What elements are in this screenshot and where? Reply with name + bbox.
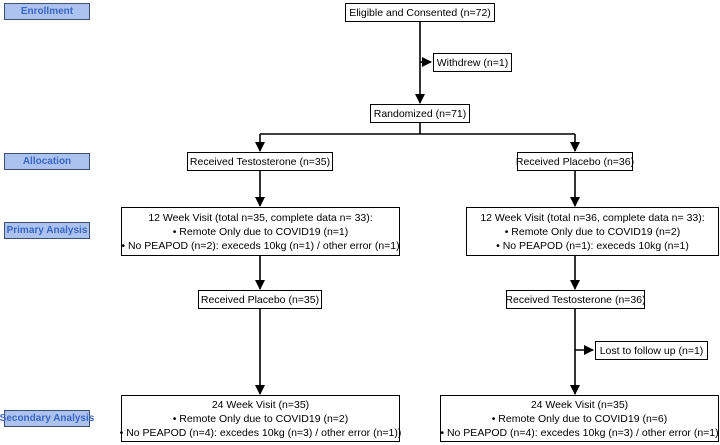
- lost-followup-box: Lost to follow up (n=1): [595, 341, 708, 360]
- left-week12-box: 12 Week Visit (total n=35, complete data…: [121, 207, 400, 256]
- left-week24-box: 24 Week Visit (n=35) • Remote Only due t…: [119, 395, 402, 442]
- right-week12-title: 12 Week Visit (total n=36, complete data…: [480, 211, 705, 224]
- left-week12-line2: • No PEAPOD (n=2): execeds 10kg (n=1) / …: [121, 239, 400, 252]
- right-week12-box: 12 Week Visit (total n=36, complete data…: [466, 207, 719, 256]
- left-week24-line1: • Remote Only due to COVID19 (n=2): [172, 412, 349, 425]
- right-week24-box: 24 Week Visit (n=35) • Remote Only due t…: [440, 395, 719, 442]
- right-week24-line2: • No PEAPOD (n=4): excedes 10kg (n=3) / …: [440, 426, 719, 439]
- left-week24-line2: • No PEAPOD (n=4): excedes 10kg (n=3) / …: [119, 426, 402, 439]
- left-crossover-box: Received Placebo (n=35): [198, 290, 322, 309]
- randomized-box: Randomized (n=71): [370, 104, 470, 123]
- right-week12-line2: • No PEAPOD (n=1): execeds 10kg (n=1): [496, 239, 689, 252]
- stage-primary-analysis: Primary Analysis: [4, 222, 90, 239]
- right-week12-line1: • Remote Only due to COVID19 (n=2): [504, 225, 681, 238]
- right-week24-title: 24 Week Visit (n=35): [530, 398, 629, 411]
- stage-allocation: Allocation: [4, 153, 90, 170]
- stage-enrollment: Enrollment: [4, 3, 90, 20]
- left-week12-line1: • Remote Only due to COVID19 (n=1): [172, 225, 349, 238]
- left-week12-title: 12 Week Visit (total n=35, complete data…: [148, 211, 373, 224]
- right-received-box: Received Placebo (n=36): [516, 152, 634, 171]
- left-week24-title: 24 Week Visit (n=35): [211, 398, 310, 411]
- stage-secondary-analysis: Secondary Analysis: [0, 410, 94, 427]
- left-received-box: Received Testosterone (n=35): [187, 152, 333, 171]
- right-week24-line1: • Remote Only due to COVID19 (n=6): [491, 412, 668, 425]
- enrolled-box: Eligible and Consented (n=72): [345, 3, 495, 22]
- right-crossover-box: Received Testosterone (n=36): [505, 290, 646, 309]
- withdrew-box: Withdrew (n=1): [433, 53, 512, 72]
